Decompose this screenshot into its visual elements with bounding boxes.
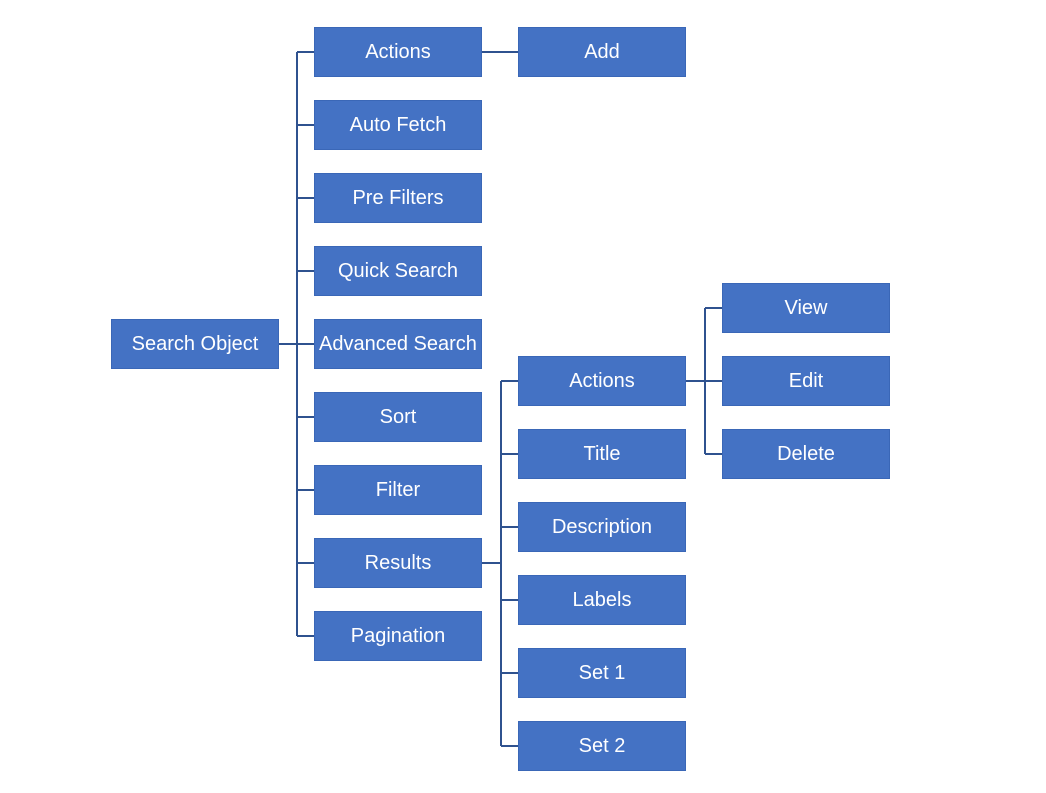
node-description: Description — [518, 502, 686, 552]
node-quick-search: Quick Search — [314, 246, 482, 296]
node-pre-filters: Pre Filters — [314, 173, 482, 223]
node-labels: Labels — [518, 575, 686, 625]
node-view: View — [722, 283, 890, 333]
node-pagination: Pagination — [314, 611, 482, 661]
node-delete: Delete — [722, 429, 890, 479]
node-title: Title — [518, 429, 686, 479]
node-actions: Actions — [314, 27, 482, 77]
node-set-2: Set 2 — [518, 721, 686, 771]
node-add: Add — [518, 27, 686, 77]
node-set-1: Set 1 — [518, 648, 686, 698]
node-search-object: Search Object — [111, 319, 279, 369]
node-filter: Filter — [314, 465, 482, 515]
node-sort: Sort — [314, 392, 482, 442]
node-advanced-search: Advanced Search — [314, 319, 482, 369]
node-result-actions: Actions — [518, 356, 686, 406]
node-edit: Edit — [722, 356, 890, 406]
node-auto-fetch: Auto Fetch — [314, 100, 482, 150]
node-results: Results — [314, 538, 482, 588]
